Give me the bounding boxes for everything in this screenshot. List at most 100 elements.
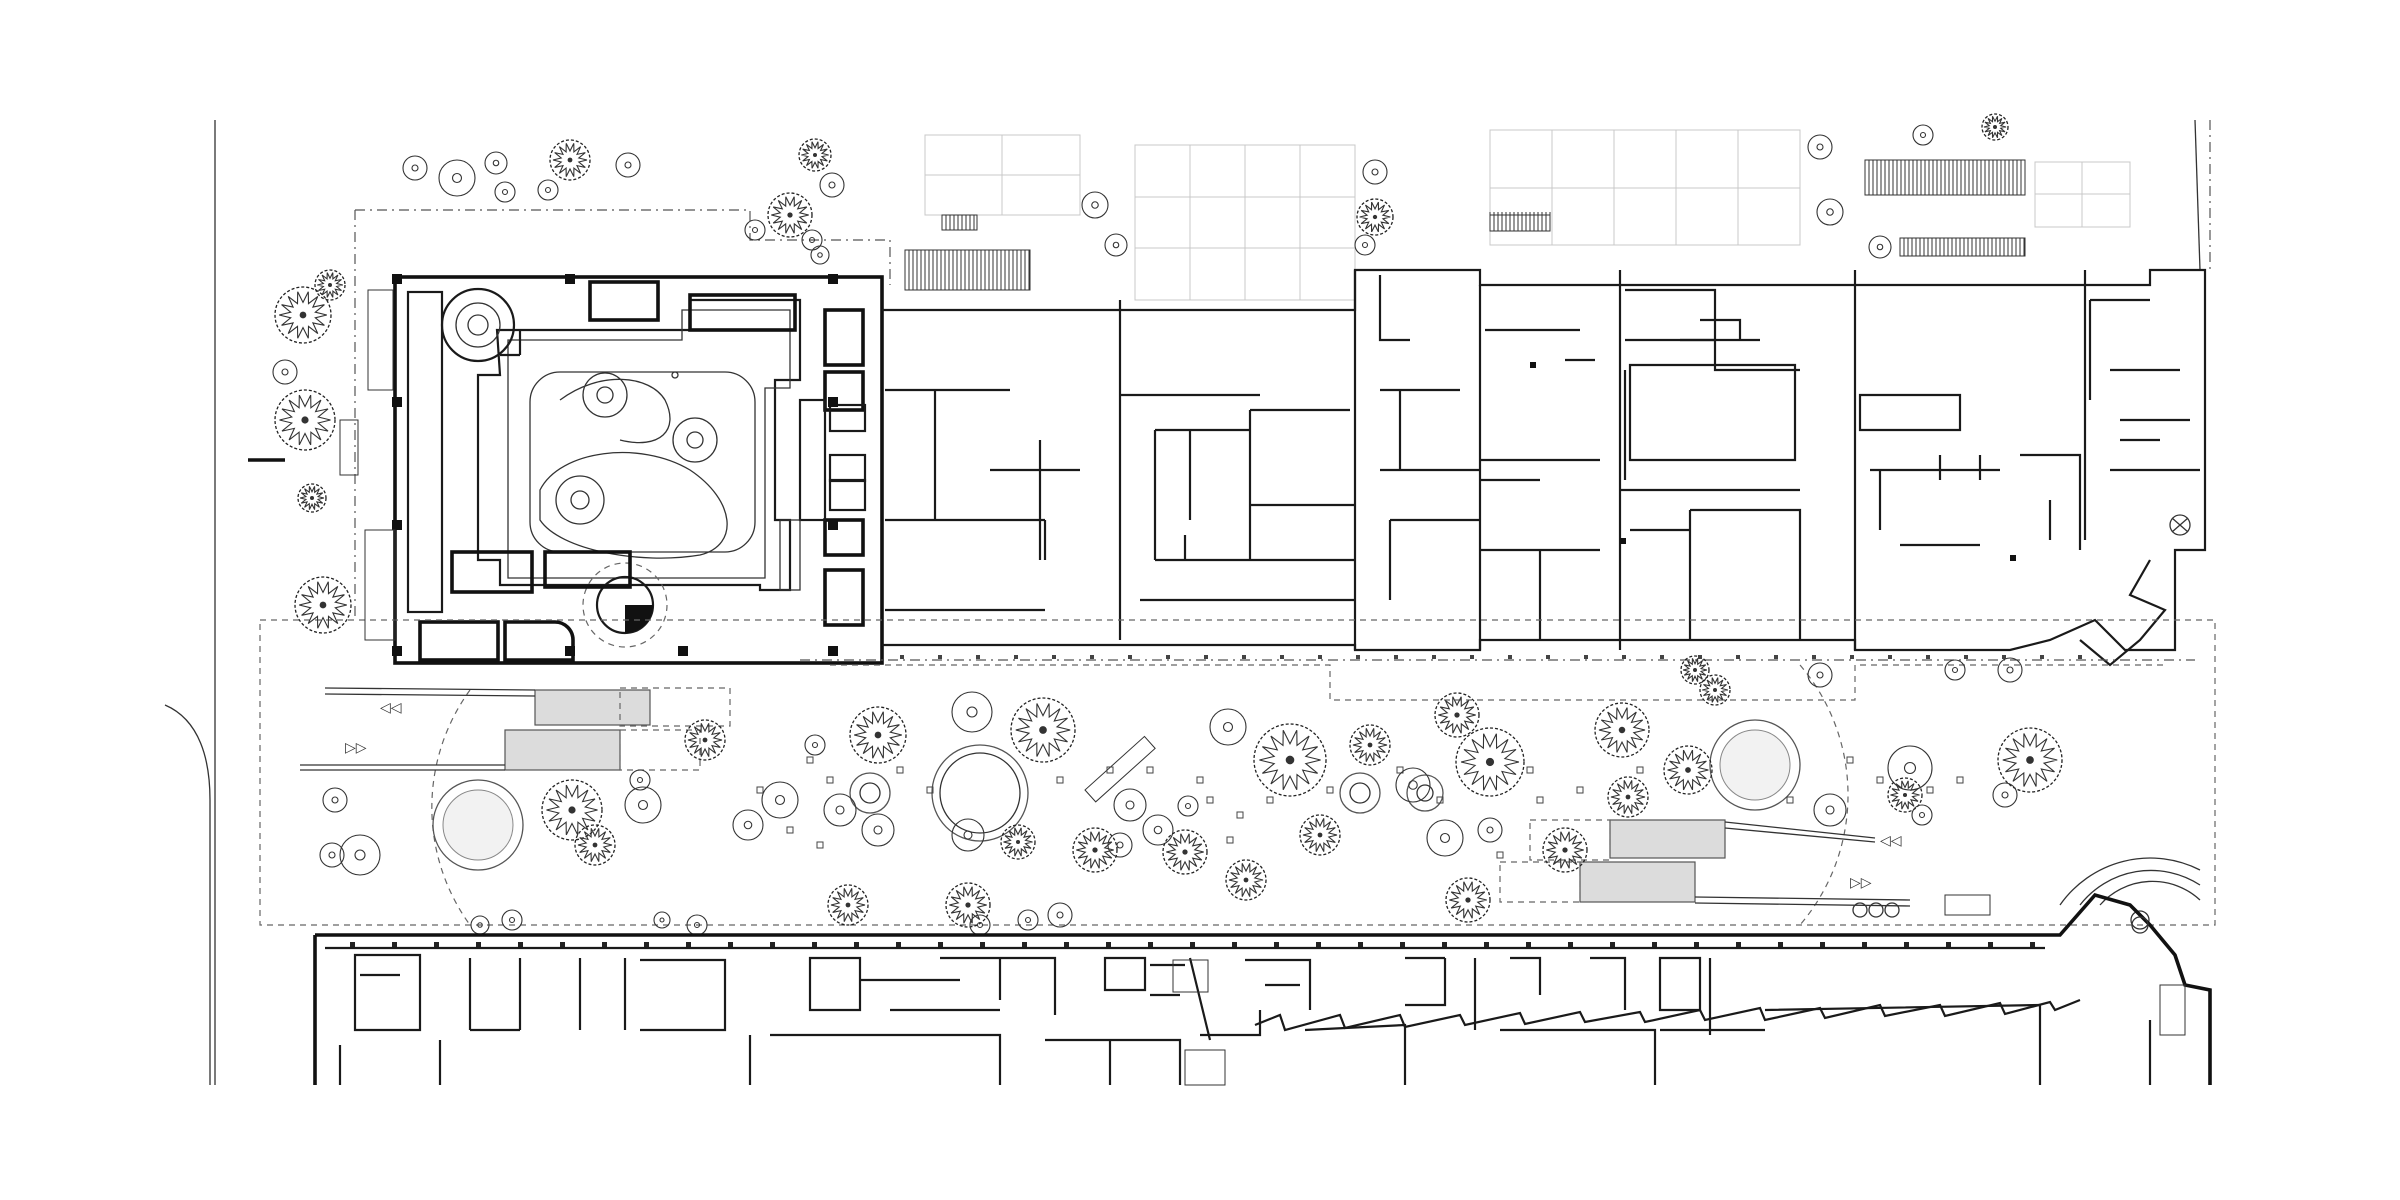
site-boundary	[214, 119, 2211, 1085]
tree-15	[272, 359, 298, 385]
tree-83	[1997, 657, 2023, 683]
tree-63	[1299, 814, 1341, 856]
tree-52	[732, 809, 764, 841]
tree-62	[1177, 795, 1199, 817]
tree-3	[484, 151, 508, 175]
tree-26	[1912, 124, 1934, 146]
tree-40	[1607, 776, 1649, 818]
tree-5	[615, 152, 641, 178]
tree-30	[849, 706, 907, 764]
tree-39	[1663, 745, 1713, 795]
parking-grids	[924, 129, 2131, 301]
tree-68	[1813, 793, 1847, 827]
rack-hatching	[904, 160, 2026, 290]
tree-55	[861, 813, 895, 847]
courtyard	[259, 619, 2216, 930]
tree-9	[767, 192, 813, 238]
tree-46	[624, 786, 662, 824]
tree-87	[501, 909, 523, 931]
arrow-right-west: ▷▷	[345, 739, 367, 755]
tree-75	[827, 884, 869, 926]
tree-37	[1455, 727, 1525, 797]
tree-54	[823, 793, 857, 827]
tree-60	[1142, 814, 1174, 846]
tree-65	[1395, 767, 1431, 803]
tree-85	[653, 911, 671, 929]
tree-47	[629, 769, 651, 791]
tree-45	[541, 779, 603, 841]
tree-79	[1017, 909, 1039, 931]
tree-23	[1356, 198, 1394, 236]
tree-1	[402, 155, 428, 181]
tree-34	[1253, 723, 1327, 797]
tree-38	[1594, 702, 1650, 758]
tree-27	[1981, 113, 2009, 141]
tree-61	[1107, 832, 1133, 858]
tree-73	[1445, 877, 1491, 923]
main-building	[392, 274, 884, 665]
tree-56	[951, 818, 985, 852]
tree-12	[744, 219, 766, 241]
arrow-left-west: ◁◁	[380, 699, 402, 715]
tree-76	[945, 882, 991, 928]
tree-48	[574, 824, 616, 866]
tree-7	[494, 181, 516, 203]
tree-58	[1072, 827, 1118, 873]
tree-32	[1010, 697, 1076, 763]
tree-50	[339, 834, 381, 876]
tree-33	[1209, 708, 1247, 746]
courtyard-furniture	[756, 756, 1964, 859]
tree-36	[1434, 692, 1480, 738]
tree-2	[438, 159, 476, 197]
tree-71	[1992, 782, 2018, 808]
tree-43	[684, 719, 726, 761]
tree-19	[294, 576, 352, 634]
tree-20	[1081, 191, 1109, 219]
existing-buildings	[882, 268, 2207, 667]
tree-80	[1699, 674, 1731, 706]
tree-59	[1113, 788, 1147, 822]
tree-42	[1997, 727, 2063, 793]
tree-14	[274, 286, 332, 344]
tree-18	[297, 483, 327, 513]
tree-41	[1887, 745, 1933, 791]
tree-49	[322, 787, 348, 813]
tree-13	[810, 245, 830, 265]
tree-28	[1816, 198, 1844, 226]
tree-67	[1542, 827, 1588, 873]
west-edge	[164, 289, 396, 1085]
tree-51	[319, 842, 345, 868]
tree-16	[274, 389, 336, 451]
south-colonnade	[350, 655, 2082, 947]
tree-53	[761, 781, 799, 819]
tree-35	[1349, 724, 1391, 766]
tree-64	[1426, 819, 1464, 857]
tree-44	[804, 734, 826, 756]
tree-29	[1868, 235, 1892, 259]
tree-84	[1944, 659, 1966, 681]
south-building	[313, 892, 2212, 1086]
tree-72	[1162, 829, 1208, 875]
trees	[272, 113, 2063, 936]
tree-8	[798, 138, 832, 172]
tree-57	[1000, 824, 1036, 860]
arrow-right-east: ▷▷	[1850, 874, 1872, 890]
tree-70	[1911, 804, 1933, 826]
tree-69	[1887, 777, 1923, 813]
tree-24	[1354, 234, 1376, 256]
arrow-left-east: ◁◁	[1880, 832, 1902, 848]
tree-4	[549, 139, 591, 181]
tree-81	[1807, 662, 1833, 688]
tree-82	[1680, 655, 1710, 685]
tree-10	[819, 172, 845, 198]
tree-17	[314, 269, 346, 301]
tree-22	[1362, 159, 1388, 185]
tree-31	[951, 691, 993, 733]
tree-6	[537, 179, 559, 201]
tree-66	[1477, 817, 1503, 843]
tree-74	[1225, 859, 1267, 901]
tree-25	[1807, 134, 1833, 160]
tree-21	[1104, 233, 1128, 257]
tree-77	[1047, 902, 1073, 928]
